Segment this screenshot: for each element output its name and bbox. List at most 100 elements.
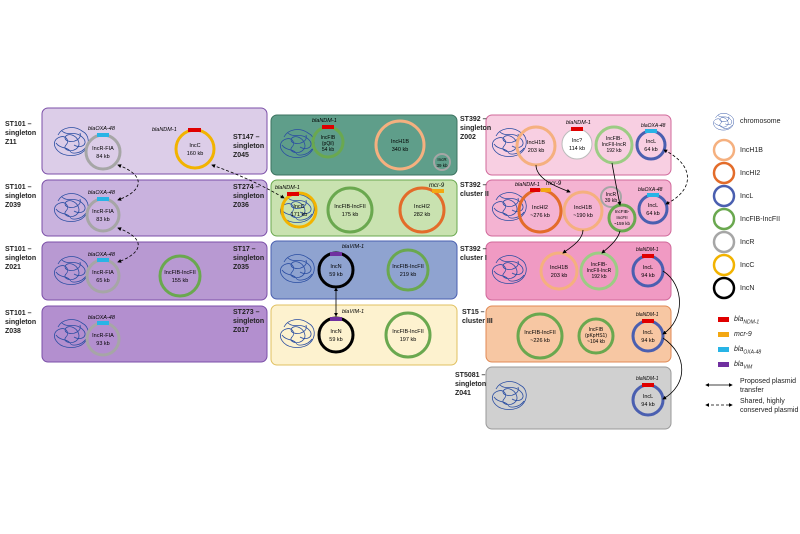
- isolate-box: [270, 179, 458, 237]
- panel-st101-z039: blaOXA-48 IncR-FIA 83 kb: [41, 179, 268, 237]
- gene-label-ndm1: blaNDM-1: [515, 182, 540, 188]
- plasmid-label-size: 160 kb: [187, 151, 204, 157]
- panel-st274-z036: blaNDM-1 IncC 171 kb IncFIB-IncFII 175 k…: [270, 179, 458, 237]
- plasmid-label-type: IncN: [330, 264, 341, 270]
- plasmid-label-type: IncFIB-: [606, 136, 622, 142]
- plasmid-label-sub: (pKpHS1): [585, 333, 607, 339]
- isolate-box: [270, 114, 458, 176]
- plasmid-label-size: 64 kb: [646, 211, 659, 217]
- panel-st15-cluster-iii: IncFIB-IncFII ~226 kb IncFIB (pKpHS1) ~1…: [485, 305, 672, 363]
- plasmid-label-type: IncH1B: [550, 265, 568, 271]
- legend-swatch-oxa48: [718, 347, 729, 352]
- gene-oxa48-mark: [97, 133, 109, 137]
- plasmid-incr: [433, 153, 451, 171]
- legend-label-chromosome: chromosome: [740, 118, 781, 125]
- plasmid-label-sub: IncFII-IncR: [587, 268, 612, 274]
- gene-ndm1-mark: [188, 128, 201, 132]
- gene-label-ndm1: blaNDM-1: [566, 120, 591, 126]
- plasmid-label-size: 94 kb: [641, 273, 654, 279]
- plasmid-label-type: IncHI2: [532, 205, 548, 211]
- legend: [705, 113, 736, 407]
- plasmid-label-type: IncFIB-IncFII: [524, 330, 556, 336]
- plasmid-label-type: IncR: [437, 157, 447, 162]
- gene-label-mcr9: mcr-9: [546, 181, 562, 187]
- plasmid-label-size: 59 kb: [329, 337, 342, 343]
- panel-st101-z038: blaOXA-48 IncR-FIA 93 kb: [41, 305, 268, 363]
- plasmid-label-type: IncH1B: [574, 205, 592, 211]
- plasmid-label-type: IncFIB-: [591, 262, 607, 268]
- isolate-box: [270, 240, 458, 300]
- gene-label-ndm1: blaNDM-1: [312, 118, 337, 124]
- panel-st101-z11: blaOXA-48 IncR-FIA 84 kb blaNDM-1 IncC 1…: [41, 107, 268, 175]
- plasmid-label-size: 197 kb: [400, 337, 417, 343]
- plasmid-label-size: 175 kb: [342, 212, 359, 218]
- transfer-connector: [611, 162, 622, 206]
- plasmid-label-type: IncC: [293, 204, 304, 210]
- legend-swatch-incl: [712, 184, 736, 208]
- gene-label-oxa48: blaOXA-48: [88, 315, 116, 321]
- gene-ndm1-mark: [287, 192, 299, 196]
- gene-mcr9-mark: [432, 189, 444, 193]
- plasmid-label-type: IncFIB-IncFII: [392, 264, 424, 270]
- plasmid-label-type: IncL: [643, 394, 653, 400]
- plasmid-label-type: IncL: [643, 330, 653, 336]
- panel-st273-z017: blaVIM-1 IncN 59 kb IncFIB-IncFII 197 kb: [270, 304, 458, 366]
- gene-label-vim: blaVIM-1: [342, 244, 364, 250]
- legend-swatch-vim: [718, 362, 729, 367]
- plasmid-incfib-incfii: [326, 186, 374, 234]
- isolate-box: [41, 305, 268, 363]
- legend-label-incc: IncC: [740, 262, 755, 269]
- legend-label-inchi2: IncHI2: [740, 170, 761, 177]
- plasmid-incfib-incfii: [384, 311, 432, 359]
- panel-st392-cluster-i: IncH1B 203 kb IncFIB- IncFII-IncR 192 kb…: [485, 241, 672, 301]
- plasmid-label-size: 219 kb: [400, 272, 417, 278]
- connectors: [117, 149, 688, 400]
- transfer-connector: [662, 270, 680, 335]
- gene-oxa48-mark: [97, 321, 109, 325]
- gene-label-ndm1: blaNDM-1: [636, 247, 659, 253]
- plasmid-label-type: IncL: [648, 203, 658, 209]
- gene-label-ndm1: blaNDM-1: [152, 127, 177, 133]
- shared-plasmid-connector: [117, 164, 139, 201]
- plasmid-incr: [600, 186, 622, 208]
- gene-oxa48-mark: [647, 193, 659, 197]
- plasmid-label-type: IncL: [643, 265, 653, 271]
- panel-st17-z035: blaVIM-1 IncN 59 kb IncFIB-IncFII 219 kb: [270, 240, 458, 300]
- legend-swatch-mcr9: [718, 332, 729, 337]
- plasmid-label-size: 203 kb: [528, 148, 545, 154]
- legend-label-incfib-incfii: IncFIB-IncFII: [740, 216, 781, 223]
- plasmid-label-size: 39 kb: [436, 163, 448, 168]
- plasmid-label-size: 282 kb: [414, 212, 431, 218]
- plasmid-inch1b: [374, 119, 426, 171]
- isolate-box: [270, 304, 458, 366]
- plasmid-label-size: ~190 kb: [573, 213, 593, 219]
- legend-label-incl: IncL: [740, 193, 754, 200]
- plasmid-label-type: IncFIB-IncFII: [164, 270, 196, 276]
- gene-oxa48-mark: [97, 197, 109, 201]
- plasmid-incfib-incfii: [607, 203, 637, 233]
- plasmid-label-type: IncH1B: [391, 139, 409, 145]
- gene-label-ndm1: blaNDM-1: [275, 185, 300, 191]
- legend-swatch-inchi2: [712, 161, 736, 185]
- plasmid-incfib-pkphs1: [577, 317, 615, 355]
- plasmid-label-size: 39 kb: [605, 198, 617, 204]
- isolate-label-st392-cluster-i: ST392 –cluster I: [460, 246, 487, 262]
- legend-swatch-incfib-incfii: [712, 207, 736, 231]
- panel-st392-z002: IncH1B 203 kb blaNDM-1 Inc? 114 kb IncFI…: [485, 114, 672, 176]
- gene-label-mcr9: mcr-9: [429, 183, 445, 189]
- legend-swatch-incn: [712, 276, 736, 300]
- plasmid-incfib-incfii-incr: [579, 251, 619, 291]
- plasmid-label-size: ~276 kb: [530, 213, 550, 219]
- isolate-box: [485, 179, 672, 237]
- plasmid-label-size: ~226 kb: [530, 338, 550, 344]
